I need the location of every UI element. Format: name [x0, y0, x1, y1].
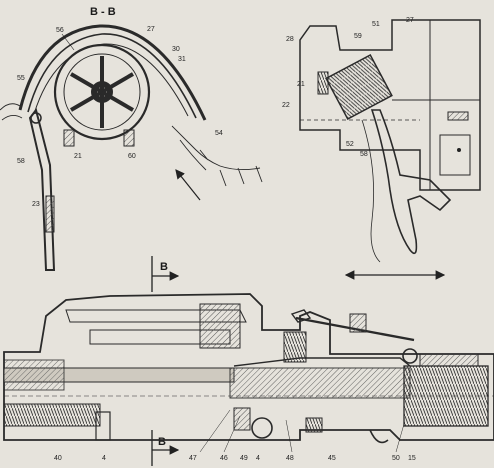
barrel-jacket — [3, 359, 65, 391]
bolt-guide — [233, 357, 411, 367]
feed-wheel-inner — [63, 53, 141, 131]
sear-bottom — [233, 407, 251, 431]
sear-spring — [305, 417, 323, 433]
callout-4: 4 — [102, 455, 106, 462]
callout-59: 59 — [354, 33, 362, 40]
feed-block — [199, 303, 241, 349]
latch-grip — [45, 195, 55, 233]
gas-spring — [3, 403, 101, 427]
trigger-link-wire — [361, 119, 381, 263]
latch-pivot — [30, 112, 42, 124]
callout-60: 60 — [128, 153, 136, 160]
callout-28: 28 — [286, 36, 294, 43]
section-mark-b-bottom: B — [158, 436, 166, 448]
callout-27: 27 — [147, 26, 155, 33]
callout-27r: 27 — [406, 17, 414, 24]
cover-latch-arm — [28, 107, 56, 271]
callout-56: 56 — [56, 27, 64, 34]
callout-51: 51 — [372, 21, 380, 28]
right-callouts: 28 59 51 27 21 22 52 58 — [282, 17, 414, 158]
trigger-pivot — [251, 417, 273, 439]
feed-pawl-left — [63, 129, 75, 147]
callout-21r: 21 — [297, 81, 305, 88]
grip-screw — [457, 148, 461, 152]
callout-45: 45 — [328, 455, 336, 462]
callout-21: 21 — [74, 153, 82, 160]
callout-48: 48 — [286, 455, 294, 462]
section-bb-view: B - B 56 27 30 — [0, 6, 263, 271]
feed-direction-arrow — [175, 169, 201, 201]
trigger-lever — [370, 109, 452, 255]
callout-23: 23 — [32, 201, 40, 208]
section-mark-bottom: B — [151, 430, 180, 466]
sear-spring-housing — [325, 53, 393, 121]
callout-40: 40 — [54, 455, 62, 462]
callout-46: 46 — [220, 455, 228, 462]
callout-4b: 4 — [256, 455, 260, 462]
receiver-outline — [299, 19, 481, 191]
callout-15: 15 — [408, 455, 416, 462]
feed-spring — [283, 331, 307, 363]
bolt-carrier — [229, 367, 411, 399]
cocking-handle — [290, 309, 312, 323]
callout-54: 54 — [215, 130, 223, 137]
sear-block — [447, 111, 469, 121]
lower-lug — [95, 411, 111, 441]
trigger-hook — [369, 429, 389, 444]
callout-30: 30 — [172, 46, 180, 53]
grip-plate — [439, 134, 471, 176]
left-callouts: 56 27 30 31 55 54 58 21 60 23 — [17, 26, 223, 208]
ammo-belt-links — [0, 103, 263, 187]
callout-55: 55 — [17, 75, 25, 82]
callout-31: 31 — [178, 56, 186, 63]
callout-58r: 58 — [360, 151, 368, 158]
callout-50: 50 — [392, 455, 400, 462]
callout-49: 49 — [240, 455, 248, 462]
trigger-mechanism-view: 28 59 51 27 21 22 52 58 — [282, 17, 481, 280]
feed-pawl-right — [123, 129, 135, 147]
buffer-housing — [419, 353, 479, 367]
section-mark-top: B — [151, 256, 180, 292]
cover-inner-arc — [27, 33, 197, 119]
callout-47: 47 — [189, 455, 197, 462]
feed-wheel-spokes — [69, 56, 135, 128]
feed-cover — [65, 309, 247, 323]
callout-22: 22 — [282, 102, 290, 109]
section-title: B - B — [90, 6, 116, 18]
buffer-spring — [317, 71, 329, 95]
cover-outer-arc — [18, 24, 207, 121]
rear-pin — [402, 348, 418, 364]
section-mark-b-top: B — [160, 261, 168, 273]
callout-52: 52 — [346, 141, 354, 148]
longitudinal-section-view: 40 4 47 46 49 4 48 45 50 15 — [3, 293, 494, 462]
feed-wheel-rim — [53, 43, 151, 141]
cocking-clamp — [349, 313, 367, 333]
bottom-callouts: 40 4 47 46 49 4 48 45 50 15 — [54, 409, 416, 462]
receiver-body — [3, 293, 494, 441]
callout-58: 58 — [17, 158, 25, 165]
